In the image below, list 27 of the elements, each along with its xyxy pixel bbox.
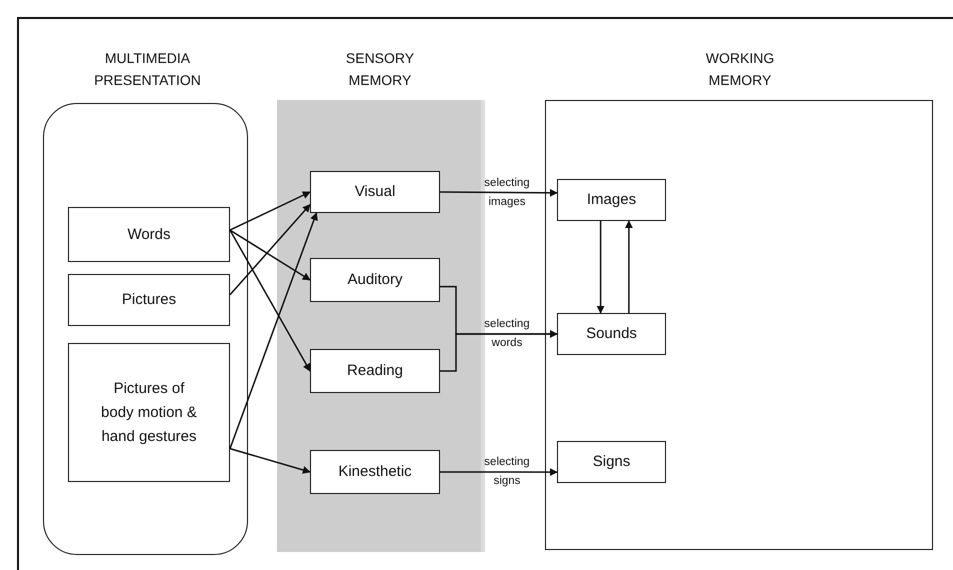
process-box: Sounds [557,313,666,355]
arrow [440,468,558,476]
arrow [596,221,605,314]
arrow [230,191,311,231]
process-box: Signs [557,441,666,483]
column-heading: WORKING MEMORY [704,49,776,90]
process-box: Images [557,179,666,221]
column-heading: SENSORY MEMORY [344,49,416,90]
arrow [229,204,311,296]
arrow [230,229,311,281]
arrow [229,212,318,449]
edge-label: selecting signs [483,455,531,490]
arrow [624,220,633,313]
edge-label: selecting words [483,317,531,351]
arrow [230,448,311,474]
process-box: Words [68,207,230,262]
process-box: Kinesthetic [310,450,440,494]
arrow [440,330,558,372]
process-box: Visual [310,171,440,213]
process-box: Auditory [310,258,440,302]
process-box: Pictures [68,274,230,326]
process-box: Pictures of body motion & hand gestures [68,343,230,482]
arrow [229,230,311,372]
arrow [440,188,558,197]
edge-label: selecting images [483,176,531,210]
column-heading: MULTIMEDIA PRESENTATION [93,49,202,90]
process-box: Reading [310,349,440,393]
